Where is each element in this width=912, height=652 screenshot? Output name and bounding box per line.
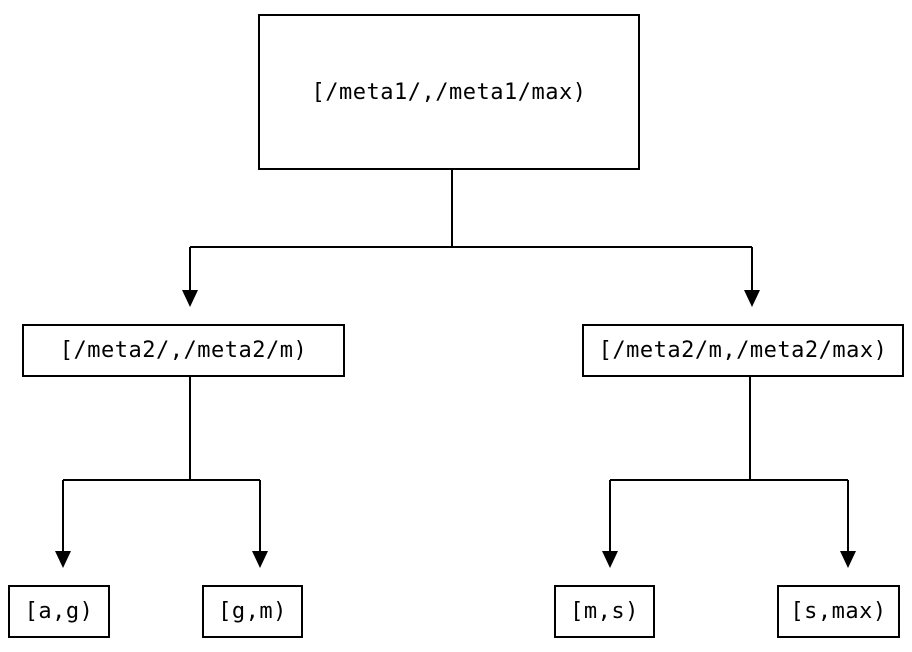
arrowhead-icon — [602, 551, 618, 568]
tree-node-leaf-ms: [m,s) — [554, 585, 655, 638]
arrowhead-icon — [55, 551, 71, 568]
node-label: [/meta2/m,/meta2/max) — [598, 338, 888, 363]
tree-node-mid-right: [/meta2/m,/meta2/max) — [582, 324, 904, 377]
node-label: [/meta1/,/meta1/max) — [311, 79, 587, 105]
tree-node-root: [/meta1/,/meta1/max) — [258, 14, 640, 170]
arrowhead-icon — [840, 551, 856, 568]
node-label: [s,max) — [790, 599, 887, 624]
tree-node-leaf-smax: [s,max) — [777, 585, 900, 638]
node-label: [m,s) — [570, 599, 639, 624]
node-label: [a,g) — [24, 599, 94, 624]
tree-node-leaf-gm: [g,m) — [202, 585, 303, 638]
tree-node-leaf-ag: [a,g) — [8, 585, 110, 638]
node-label: [g,m) — [218, 599, 287, 624]
arrowhead-icon — [744, 290, 760, 307]
arrowhead-icon — [252, 551, 268, 568]
node-label: [/meta2/,/meta2/m) — [59, 338, 308, 363]
arrowhead-icon — [182, 290, 198, 307]
tree-node-mid-left: [/meta2/,/meta2/m) — [22, 324, 345, 377]
